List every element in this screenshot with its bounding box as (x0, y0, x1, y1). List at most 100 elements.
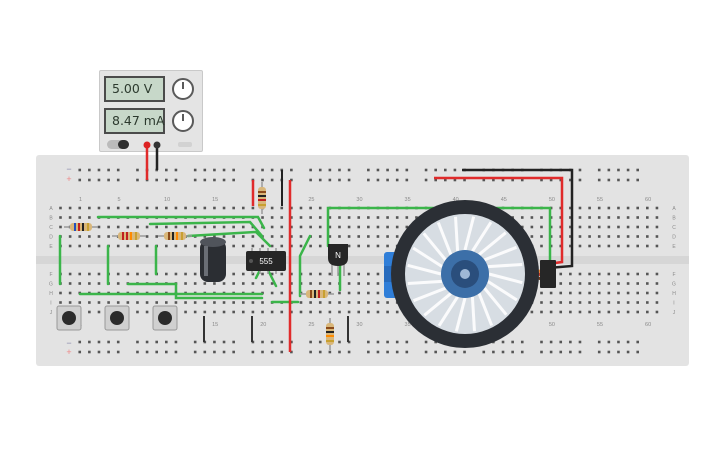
breadboard-hole[interactable] (59, 206, 62, 210)
breadboard-hole[interactable] (569, 340, 572, 344)
breadboard-hole[interactable] (309, 244, 312, 248)
breadboard-hole[interactable] (174, 350, 178, 354)
breadboard-hole[interactable] (107, 340, 110, 344)
breadboard-hole[interactable] (626, 272, 630, 276)
breadboard-hole[interactable] (444, 350, 447, 354)
breadboard-hole[interactable] (309, 178, 312, 182)
breadboard-hole[interactable] (607, 301, 611, 304)
breadboard-hole[interactable] (280, 340, 284, 344)
breadboard-hole[interactable] (261, 301, 264, 304)
breadboard-hole[interactable] (290, 178, 293, 182)
breadboard-hole[interactable] (165, 272, 168, 276)
breadboard-hole[interactable] (617, 206, 620, 210)
resistor[interactable] (300, 290, 334, 298)
breadboard-hole[interactable] (251, 244, 255, 248)
breadboard-hole[interactable] (569, 178, 572, 182)
breadboard-hole[interactable] (155, 301, 158, 304)
breadboard-hole[interactable] (588, 282, 591, 285)
breadboard-hole[interactable] (597, 310, 601, 314)
breadboard-hole[interactable] (646, 235, 649, 238)
breadboard-hole[interactable] (655, 272, 659, 276)
breadboard-hole[interactable] (357, 235, 361, 238)
breadboard-hole[interactable] (193, 225, 197, 229)
breadboard-hole[interactable] (136, 310, 139, 314)
breadboard-hole[interactable] (646, 206, 649, 210)
breadboard-hole[interactable] (165, 301, 168, 304)
breadboard-hole[interactable] (251, 282, 255, 285)
breadboard-hole[interactable] (318, 235, 322, 238)
breadboard-hole[interactable] (299, 206, 303, 210)
breadboard-hole[interactable] (299, 235, 303, 238)
breadboard-hole[interactable] (68, 272, 72, 276)
breadboard-hole[interactable] (88, 282, 91, 285)
breadboard-hole[interactable] (203, 225, 207, 229)
breadboard-hole[interactable] (261, 168, 264, 172)
breadboard-hole[interactable] (213, 340, 216, 344)
breadboard-hole[interactable] (78, 340, 82, 344)
breadboard-hole[interactable] (569, 225, 572, 229)
breadboard-hole[interactable] (578, 244, 582, 248)
breadboard-hole[interactable] (299, 244, 303, 248)
breadboard-hole[interactable] (280, 225, 284, 229)
breadboard-hole[interactable] (290, 216, 293, 219)
breadboard-hole[interactable] (126, 244, 130, 248)
breadboard-hole[interactable] (241, 272, 245, 276)
breadboard-hole[interactable] (347, 178, 351, 182)
breadboard-hole[interactable] (261, 178, 264, 182)
breadboard-hole[interactable] (318, 350, 322, 354)
breadboard-hole[interactable] (607, 350, 611, 354)
breadboard-hole[interactable] (646, 310, 649, 314)
breadboard-hole[interactable] (357, 216, 361, 219)
breadboard-hole[interactable] (174, 244, 178, 248)
breadboard-hole[interactable] (78, 301, 82, 304)
breadboard-hole[interactable] (222, 206, 226, 210)
breadboard-hole[interactable] (290, 225, 293, 229)
breadboard-hole[interactable] (376, 291, 380, 295)
breadboard-hole[interactable] (636, 178, 639, 182)
wire-green[interactable] (148, 220, 264, 238)
breadboard-hole[interactable] (607, 310, 611, 314)
breadboard-hole[interactable] (655, 235, 659, 238)
breadboard-hole[interactable] (184, 206, 187, 210)
breadboard-hole[interactable] (203, 168, 207, 172)
breadboard-hole[interactable] (241, 301, 245, 304)
breadboard-hole[interactable] (261, 340, 264, 344)
breadboard-hole[interactable] (155, 206, 158, 210)
breadboard-hole[interactable] (203, 206, 207, 210)
breadboard-hole[interactable] (655, 244, 659, 248)
breadboard-hole[interactable] (328, 310, 332, 314)
breadboard-hole[interactable] (646, 291, 649, 295)
breadboard-hole[interactable] (88, 216, 91, 219)
breadboard-hole[interactable] (588, 244, 591, 248)
breadboard-hole[interactable] (569, 244, 572, 248)
breadboard-hole[interactable] (97, 282, 101, 285)
breadboard-hole[interactable] (646, 244, 649, 248)
wire-green[interactable] (126, 282, 264, 300)
breadboard-hole[interactable] (559, 282, 563, 285)
breadboard-hole[interactable] (559, 350, 563, 354)
breadboard-hole[interactable] (136, 272, 139, 276)
breadboard-hole[interactable] (434, 168, 437, 172)
breadboard-hole[interactable] (617, 282, 620, 285)
breadboard-hole[interactable] (97, 340, 101, 344)
breadboard-hole[interactable] (607, 244, 611, 248)
breadboard-hole[interactable] (145, 272, 149, 276)
breadboard-hole[interactable] (338, 291, 341, 295)
breadboard-hole[interactable] (357, 310, 361, 314)
breadboard-hole[interactable] (155, 225, 158, 229)
breadboard-hole[interactable] (116, 350, 120, 354)
breadboard-hole[interactable] (222, 350, 226, 354)
breadboard-hole[interactable] (395, 216, 399, 219)
breadboard-hole[interactable] (347, 225, 351, 229)
breadboard-hole[interactable] (136, 206, 139, 210)
breadboard-hole[interactable] (126, 206, 130, 210)
breadboard-hole[interactable] (309, 168, 312, 172)
breadboard-hole[interactable] (299, 225, 303, 229)
breadboard-hole[interactable] (68, 291, 72, 295)
breadboard-hole[interactable] (145, 310, 149, 314)
breadboard-hole[interactable] (116, 244, 120, 248)
breadboard-hole[interactable] (626, 282, 630, 285)
breadboard-hole[interactable] (136, 178, 139, 182)
breadboard-hole[interactable] (367, 244, 370, 248)
breadboard-hole[interactable] (578, 310, 582, 314)
